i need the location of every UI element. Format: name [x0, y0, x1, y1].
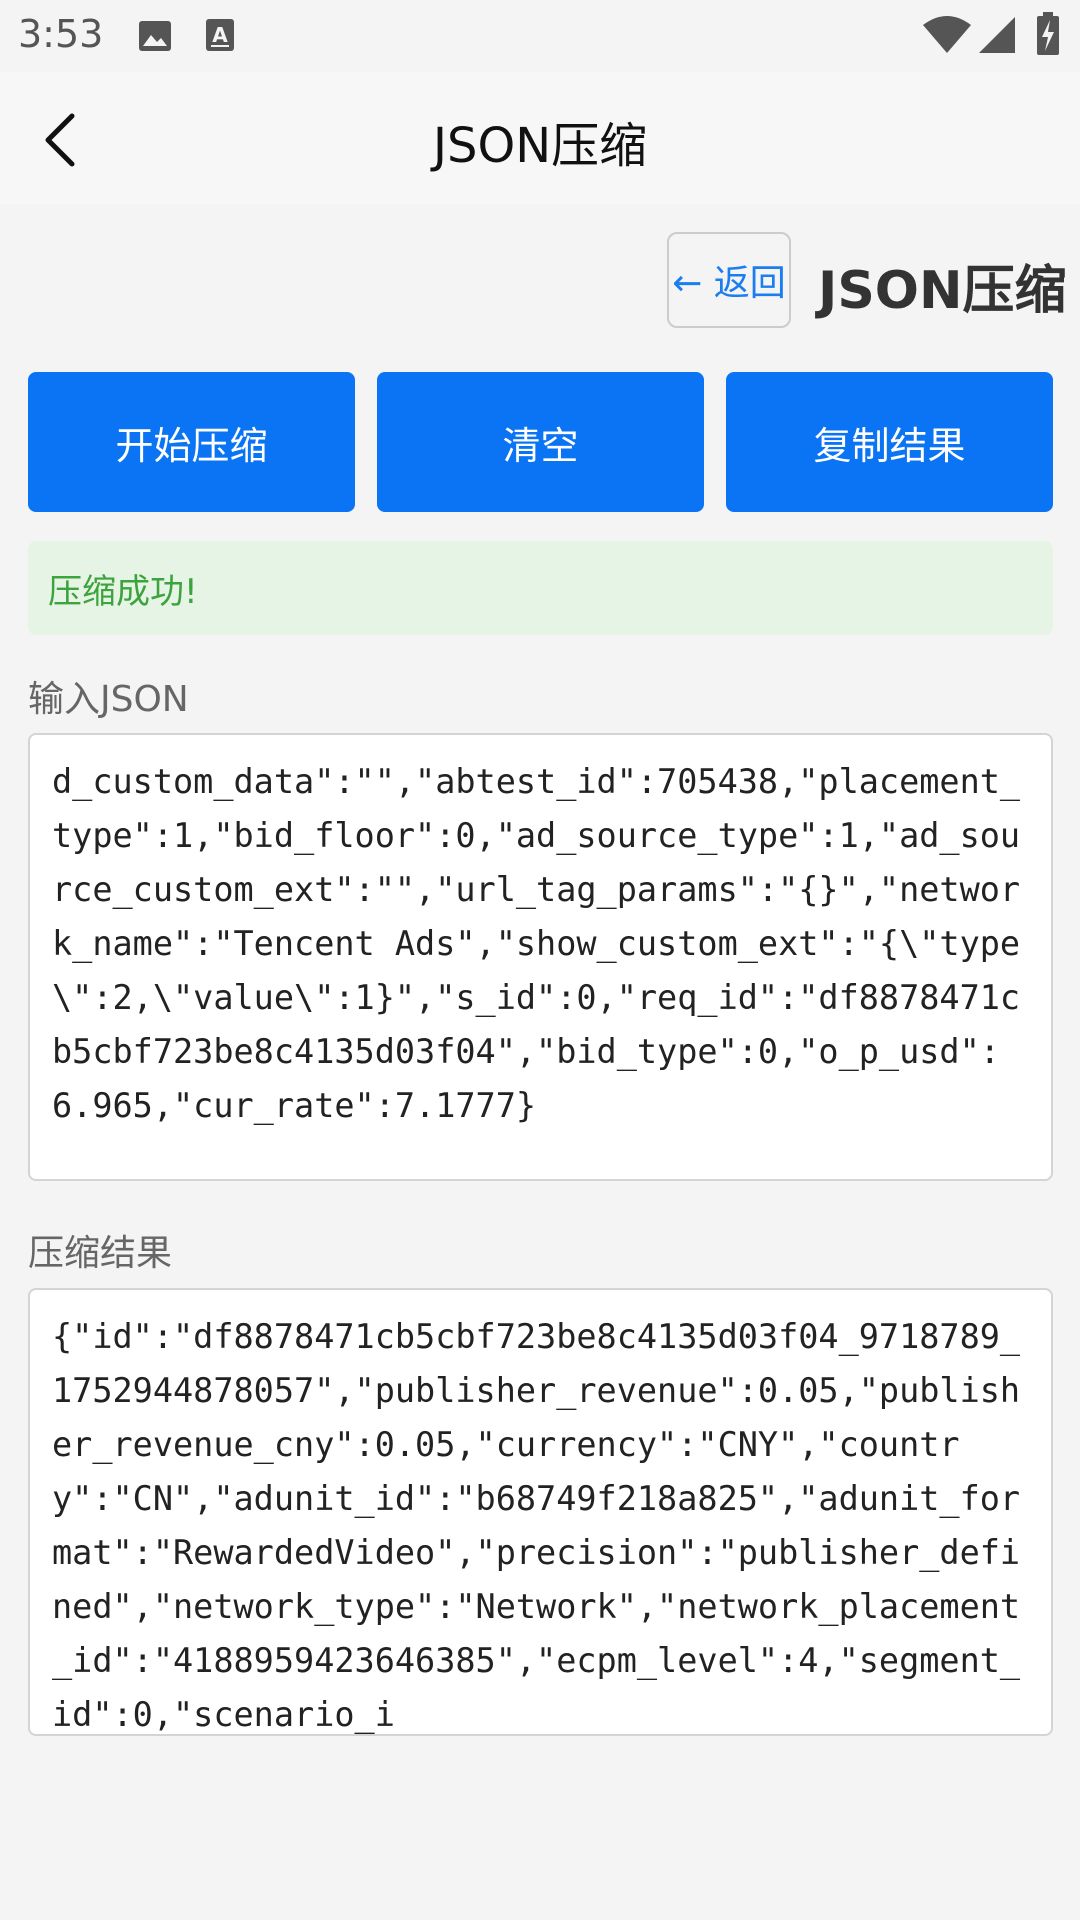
svg-text:A: A — [212, 23, 228, 47]
return-button[interactable]: ← 返回 — [667, 232, 791, 328]
image-icon — [139, 21, 171, 51]
battery-charging-icon — [1037, 12, 1059, 55]
success-message: 压缩成功! — [28, 541, 1053, 635]
page-heading: JSON压缩 — [818, 261, 1067, 321]
input-json-text: d_custom_data":"","abtest_id":705438,"pl… — [52, 762, 1021, 1125]
copy-result-button[interactable]: 复制结果 — [726, 372, 1053, 512]
input-json-textarea[interactable]: d_custom_data":"","abtest_id":705438,"pl… — [28, 733, 1053, 1181]
status-time: 3:53 — [18, 12, 104, 56]
text-a-icon: A — [206, 19, 234, 51]
input-json-label: 输入JSON — [28, 679, 189, 720]
wifi-icon — [923, 16, 971, 53]
compress-result-textarea[interactable]: {"id":"df8878471cb5cbf723be8c4135d03f04_… — [28, 1288, 1053, 1736]
back-chevron-icon[interactable] — [36, 112, 86, 168]
app-bar-title: JSON压缩 — [432, 118, 648, 174]
compress-result-text: {"id":"df8878471cb5cbf723be8c4135d03f04_… — [52, 1317, 1021, 1734]
signal-icon — [979, 17, 1015, 53]
start-compress-button[interactable]: 开始压缩 — [28, 372, 355, 512]
success-text: 压缩成功! — [48, 571, 198, 612]
clear-button[interactable]: 清空 — [377, 372, 704, 512]
status-bar: 3:53 A — [0, 0, 1080, 72]
app-bar: JSON压缩 — [0, 72, 1080, 204]
compress-result-label: 压缩结果 — [28, 1233, 173, 1274]
